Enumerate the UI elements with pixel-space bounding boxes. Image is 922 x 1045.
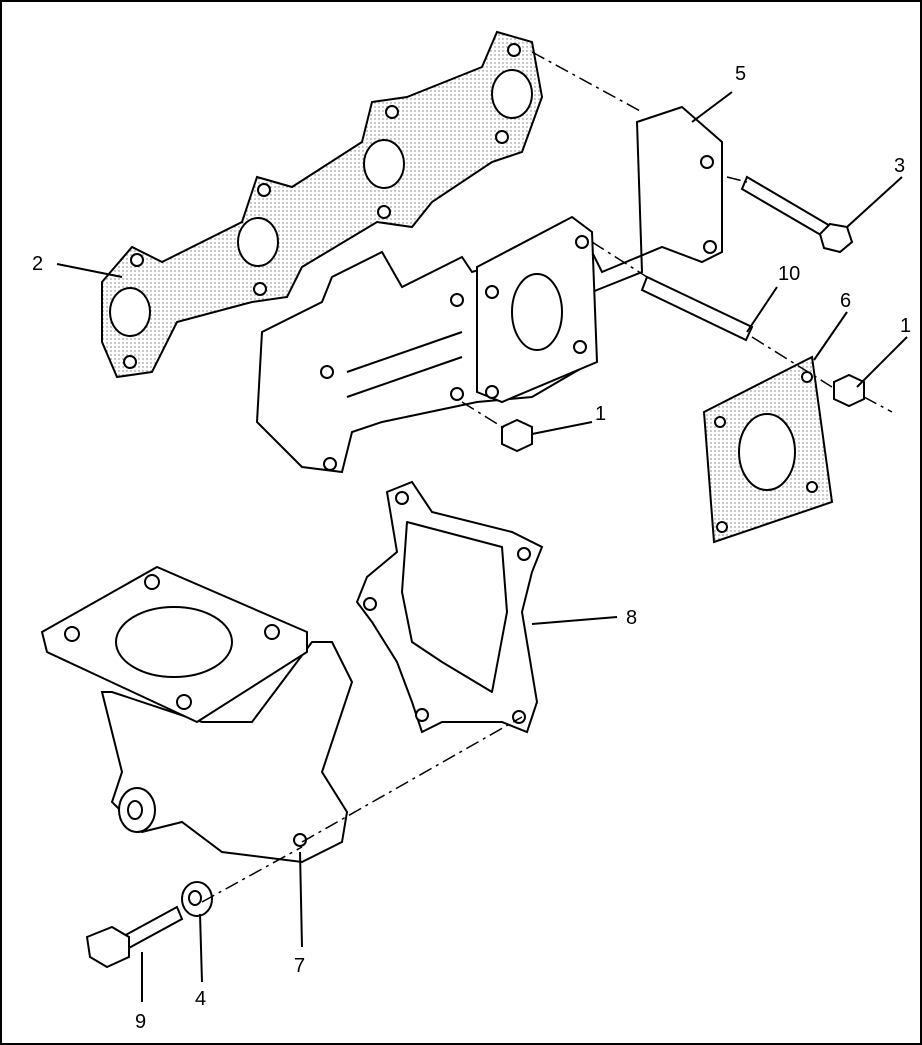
callout-6: 6 — [840, 290, 851, 312]
callout-7: 7 — [294, 955, 305, 977]
bolt-9 — [85, 905, 184, 969]
callout-8: 8 — [626, 607, 637, 629]
turbo-elbow — [40, 565, 354, 864]
callout-1-center: 1 — [595, 403, 606, 425]
stud-10 — [640, 275, 754, 342]
callout-5: 5 — [735, 63, 746, 85]
exhaust-manifold — [255, 105, 723, 474]
flange-gasket — [702, 355, 834, 544]
callout-10: 10 — [778, 263, 800, 285]
nut-1a — [501, 418, 533, 453]
manifold-gasket — [101, 30, 544, 379]
callout-9: 9 — [135, 1011, 146, 1033]
callout-4: 4 — [195, 988, 206, 1010]
callout-3: 3 — [894, 155, 905, 177]
callout-1-right: 1 — [900, 315, 911, 337]
nut-1b — [833, 373, 865, 408]
bolt-3 — [740, 175, 854, 254]
callout-2: 2 — [32, 253, 43, 275]
washer-4 — [181, 881, 213, 917]
turbo-gasket — [355, 480, 544, 734]
